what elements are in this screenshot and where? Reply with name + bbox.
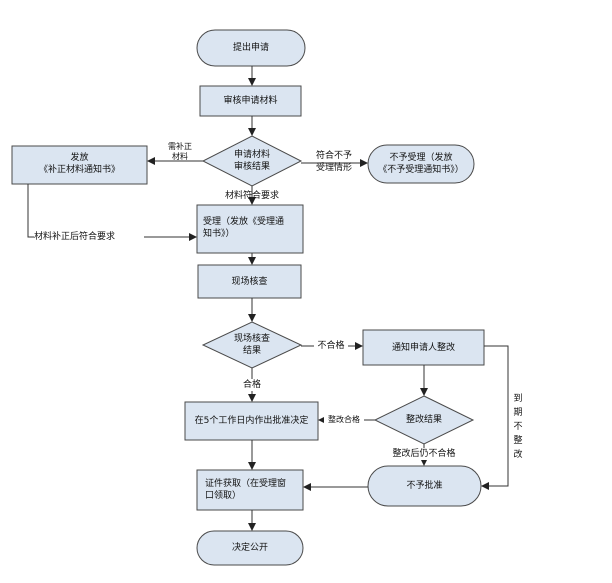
start-node-label: 提出申请 — [232, 43, 269, 53]
notify-rectify-shape — [362, 329, 485, 366]
review-decision-line2: 审核结果 — [233, 162, 270, 172]
reject-acceptance-line1: 不予受理（发放 — [389, 153, 453, 163]
obtain-certificate-shape — [196, 469, 304, 511]
site-inspection-shape — [197, 264, 302, 299]
obtain-certificate-node: 证件获取（在受理窗 口领取） — [205, 478, 301, 502]
obtain-certificate-line2: 口领取） — [205, 491, 242, 501]
edge-label-rectify-ok: 整改合格 — [324, 414, 364, 426]
meets-no-accept-line1: 符合不予 — [316, 151, 353, 161]
review-materials-shape — [199, 85, 302, 117]
issue-correction-node: 发放 《补正材料通知书》 — [12, 152, 147, 176]
rectify-decision-node: 整改结果 — [384, 408, 464, 432]
notify-rectify-node: 通知申请人整改 — [363, 330, 484, 365]
inspection-decision-line2: 结果 — [242, 346, 261, 356]
edge-label-unqualified: 不合格 — [314, 340, 348, 352]
start-node-shape — [196, 29, 306, 67]
inspection-decision-node: 现场核查 结果 — [212, 333, 292, 357]
approve-decision-node: 在5个工作日内作出批准决定 — [185, 402, 318, 440]
publish-shape — [196, 530, 304, 566]
review-decision-line1: 申请材料 — [233, 150, 270, 160]
accept-shape — [196, 204, 304, 254]
review-materials-label: 审核申请材料 — [223, 96, 278, 106]
deny-approval-node: 不予批准 — [368, 466, 481, 506]
edge-label-qualified: 合格 — [240, 379, 264, 391]
issue-correction-line1: 发放 — [70, 153, 89, 163]
issue-correction-line2: 《补正材料通知书》 — [38, 165, 120, 175]
review-decision-node: 申请材料 审核结果 — [212, 149, 292, 173]
site-inspection-label: 现场核查 — [231, 276, 268, 287]
reject-acceptance-line2: 《不予受理通知书》） — [378, 165, 464, 175]
publish-node: 决定公开 — [197, 531, 303, 565]
issue-correction-shape — [11, 145, 148, 185]
edge-label-materials-ok: 材料符合要求 — [224, 191, 279, 201]
accept-line2: 知书》） — [203, 229, 235, 239]
approve-decision-label: 在5个工作日内作出批准决定 — [194, 416, 309, 426]
edge-label-overdue: 到期不整改 — [513, 394, 523, 460]
edge-label-meets-no-accept: 符合不予 受理情形 — [316, 150, 366, 174]
deny-approval-label: 不予批准 — [406, 481, 443, 491]
edge-label-still-unqualified: 整改后仍不合格 — [384, 448, 464, 460]
approve-decision-shape — [184, 401, 319, 441]
publish-label: 决定公开 — [231, 543, 268, 553]
accept-node: 受理（发放《受理通 知书》） — [203, 216, 301, 240]
inspection-decision-line1: 现场核查 — [233, 334, 270, 344]
edge-correction-accept — [27, 184, 197, 241]
rectify-decision-label: 整改结果 — [405, 415, 442, 425]
reject-acceptance-node: 不予受理（发放 《不予受理通知书》） — [368, 152, 474, 176]
obtain-certificate-line1: 证件获取（在受理窗 — [205, 479, 287, 489]
reject-acceptance-shape — [367, 144, 475, 184]
notify-rectify-label: 通知申请人整改 — [391, 342, 455, 353]
review-materials-node: 审核申请材料 — [200, 86, 301, 116]
site-inspection-node: 现场核查 — [198, 265, 301, 298]
start-node: 提出申请 — [197, 30, 305, 66]
meets-no-accept-line2: 受理情形 — [316, 163, 353, 173]
edge-notify-deny-overdue — [481, 345, 509, 490]
edge-label-need-correction: 需补正材料 — [168, 142, 192, 161]
accept-line1: 受理（发放《受理通 — [203, 217, 285, 227]
edge-label-after-correction: 材料补正后符合要求 — [34, 231, 144, 243]
